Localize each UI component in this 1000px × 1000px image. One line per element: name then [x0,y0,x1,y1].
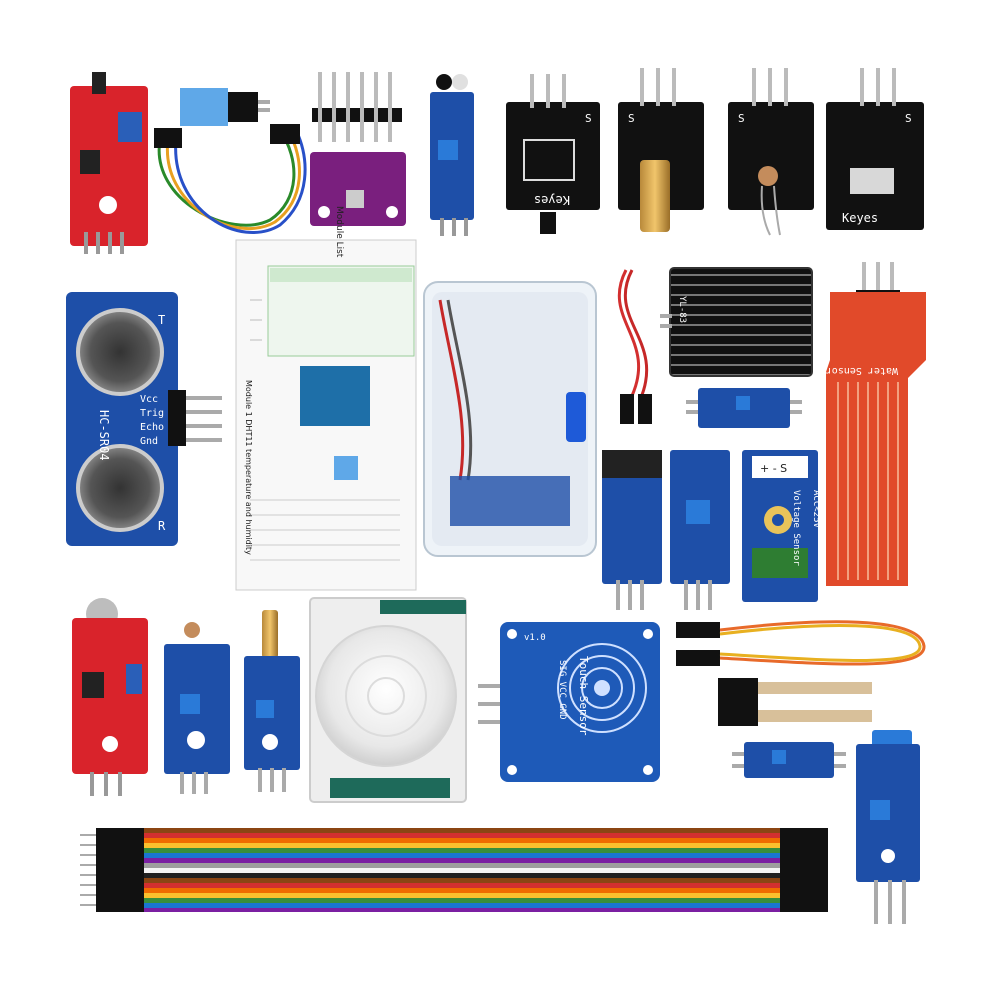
ultrasonic-r-label: R [158,519,166,533]
ultrasonic-model-label: HC-SR04 [97,410,111,461]
pin-trig-label: Trig [140,408,164,419]
dht11-module [154,88,307,234]
rain-comparator-board [686,388,802,428]
touch-sensor-label: Touch Sensor [577,656,590,736]
tilt-sensor-module [244,610,300,792]
touch-version-label: v1.0 [524,633,546,643]
pin-echo-label: Echo [140,422,164,433]
manual-subheading: Module 1 DHT11 temperature and humidity [244,380,253,555]
storage-box [423,281,597,557]
sound-sensor-module [72,598,148,796]
laser-module: S [618,68,704,232]
vibration-sensor-module [856,730,920,924]
pin-gnd-label: Gnd [140,436,158,447]
rain-module-label: YL-83 [677,296,687,323]
s-mark-1: S [585,112,592,125]
keyes-module-2: Keyes S [826,68,924,230]
s-mark-2: S [628,112,635,125]
water-level-sensor: Water Sensor [826,262,926,586]
s-mark-4: S [905,112,912,125]
rain-sensor-board: YL-83 [660,267,813,377]
touch-pins-label: SIG VCC GND [557,660,567,720]
slotted-optocoupler-module [602,450,662,610]
bmp280-module [310,72,406,226]
keyes-label-1: Keyes [534,193,570,207]
voltage-sensor-module: + - S ACC<25V Voltage Sensor [742,450,821,602]
keyes-module-1: Keyes S [506,74,600,234]
keyes-label-2: Keyes [842,211,878,225]
touch-sensor-module: Touch Sensor SIG VCC GND v1.0 [478,622,660,782]
red-black-wire [617,269,652,424]
acc-label: ACC<25V [811,490,821,529]
instruction-manual: Module List Module 1 DHT11 temperature a… [235,206,417,591]
pin-vcc-label: Vcc [140,394,158,405]
ir-obstacle-sensor [430,74,474,236]
plus-minus-s-label: + - S [760,462,787,475]
rainbow-jumper-cable [80,828,828,912]
potentiometer-sensor-module [670,450,730,610]
soil-comparator-board [732,742,846,778]
ultrasonic-t-label: T [158,313,165,327]
water-sensor-label: Water Sensor [826,365,898,376]
soil-moisture-probe [676,620,926,726]
hc-sr04-ultrasonic-sensor: Vcc Trig Echo Gnd HC-SR04 T R [66,292,222,546]
pir-motion-sensor [309,597,467,803]
ldr-light-sensor-module [164,622,230,794]
voltage-sensor-label: Voltage Sensor [791,490,801,566]
red-sensor-module-top-left [70,72,148,254]
manual-heading: Module List [334,206,344,258]
s-mark-3: S [738,112,745,125]
photoresistor-module: S [728,68,814,236]
